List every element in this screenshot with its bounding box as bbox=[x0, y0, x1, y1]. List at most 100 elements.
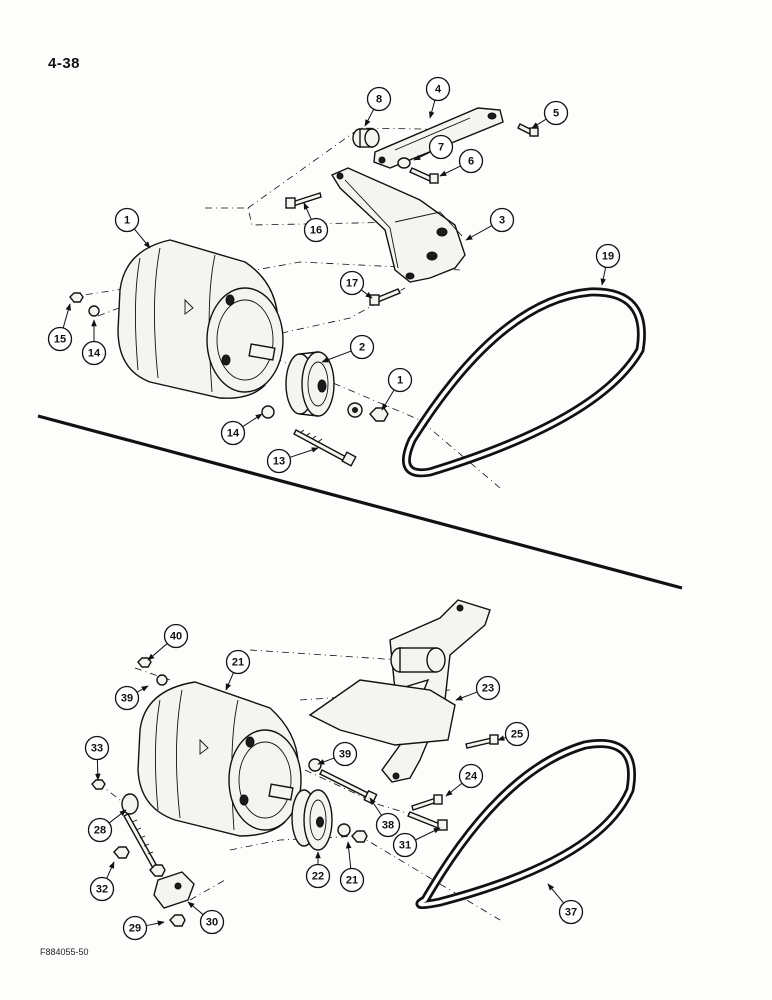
lower-assembly bbox=[91, 599, 636, 927]
callout-leader bbox=[428, 100, 436, 119]
callout-circle bbox=[458, 763, 484, 789]
pulley-upper bbox=[285, 351, 335, 417]
bracket-lower bbox=[308, 599, 491, 783]
callout-circle bbox=[339, 867, 365, 893]
callout-circle bbox=[332, 741, 358, 767]
callout-number: 1 bbox=[397, 375, 403, 387]
callout-circle bbox=[163, 623, 189, 649]
belt-upper bbox=[402, 287, 646, 478]
callout-circle bbox=[114, 685, 140, 711]
callout-4: 4 bbox=[425, 76, 451, 119]
callout-leader bbox=[455, 691, 477, 701]
callout-22: 22 bbox=[305, 851, 331, 889]
callout-circle bbox=[428, 134, 454, 160]
callout-circle bbox=[504, 721, 530, 747]
callout-circle bbox=[349, 334, 375, 360]
callout-circle bbox=[392, 832, 418, 858]
callout-number: 7 bbox=[438, 142, 444, 154]
callout-number: 30 bbox=[206, 917, 218, 929]
callout-number: 8 bbox=[376, 94, 382, 106]
upper-assembly bbox=[69, 107, 646, 489]
callout-number: 29 bbox=[129, 923, 141, 935]
callout-number: 33 bbox=[91, 743, 103, 755]
callout-circle bbox=[220, 420, 246, 446]
callout-number: 21 bbox=[232, 657, 244, 669]
callout-14: 14 bbox=[81, 319, 107, 366]
callout-circle bbox=[489, 207, 515, 233]
callout-leader bbox=[187, 901, 204, 915]
callout-number: 32 bbox=[96, 884, 108, 896]
callout-15: 15 bbox=[47, 303, 73, 352]
callout-38: 38 bbox=[369, 797, 401, 838]
callout-33: 33 bbox=[84, 735, 110, 781]
callout-39: 39 bbox=[317, 741, 358, 767]
callout-leader bbox=[364, 109, 374, 127]
callout-circle bbox=[387, 367, 413, 393]
callout-leader bbox=[600, 267, 607, 286]
callout-number: 40 bbox=[170, 631, 182, 643]
callout-number: 39 bbox=[339, 749, 351, 761]
callout-leader bbox=[413, 151, 431, 161]
callout-number: 31 bbox=[399, 840, 411, 852]
callout-14: 14 bbox=[220, 413, 263, 446]
callout-leader bbox=[62, 303, 71, 328]
callout-2: 2 bbox=[321, 334, 375, 363]
alternator-lower bbox=[137, 681, 302, 837]
bracket-upper bbox=[330, 167, 466, 283]
callout-25: 25 bbox=[497, 721, 530, 747]
callout-37: 37 bbox=[547, 883, 584, 925]
callout-circle bbox=[458, 148, 484, 174]
callout-leader bbox=[465, 225, 492, 241]
callout-16: 16 bbox=[303, 202, 329, 243]
callout-circle bbox=[558, 899, 584, 925]
callout-number: 14 bbox=[88, 348, 101, 360]
callout-number: 24 bbox=[465, 771, 478, 783]
callout-number: 19 bbox=[602, 251, 614, 263]
callout-number: 22 bbox=[312, 871, 324, 883]
callout-number: 37 bbox=[565, 907, 577, 919]
callout-leader bbox=[547, 883, 564, 904]
callout-leader bbox=[303, 202, 312, 220]
callout-number: 21 bbox=[346, 875, 358, 887]
callout-circle bbox=[303, 217, 329, 243]
callout-leader bbox=[225, 672, 234, 691]
callout-number: 25 bbox=[511, 729, 523, 741]
callout-circle bbox=[89, 876, 115, 902]
callout-circle bbox=[84, 735, 110, 761]
callout-leader bbox=[147, 643, 168, 661]
callout-leader bbox=[445, 783, 462, 797]
callout-28: 28 bbox=[87, 809, 127, 843]
callout-circle bbox=[475, 675, 501, 701]
callout-circle bbox=[225, 649, 251, 675]
callout-5: 5 bbox=[531, 100, 569, 129]
callout-21: 21 bbox=[225, 649, 251, 691]
callout-number: 23 bbox=[482, 683, 494, 695]
callout-number: 39 bbox=[121, 693, 133, 705]
callout-leader bbox=[290, 447, 319, 458]
callout-leader bbox=[109, 809, 127, 824]
callout-number: 5 bbox=[553, 108, 559, 120]
callout-8: 8 bbox=[364, 86, 392, 127]
callout-29: 29 bbox=[122, 915, 165, 941]
callout-circle bbox=[87, 817, 113, 843]
callout-31: 31 bbox=[392, 827, 441, 858]
callout-number: 3 bbox=[499, 215, 505, 227]
callout-circle bbox=[425, 76, 451, 102]
callout-leader bbox=[134, 228, 151, 249]
callout-circle bbox=[375, 812, 401, 838]
callout-number: 28 bbox=[94, 825, 106, 837]
callout-leader bbox=[95, 759, 101, 781]
callout-number: 38 bbox=[382, 820, 394, 832]
callout-30: 30 bbox=[187, 901, 225, 935]
page-number: 4-38 bbox=[48, 55, 81, 72]
callout-leader bbox=[317, 757, 334, 765]
callout-leader bbox=[106, 861, 115, 879]
callout-circle bbox=[81, 340, 107, 366]
callout-circle bbox=[366, 86, 392, 112]
callout-leader bbox=[361, 289, 373, 299]
callout-21: 21 bbox=[339, 841, 365, 893]
callout-17: 17 bbox=[339, 270, 373, 299]
section-divider bbox=[37, 414, 683, 590]
